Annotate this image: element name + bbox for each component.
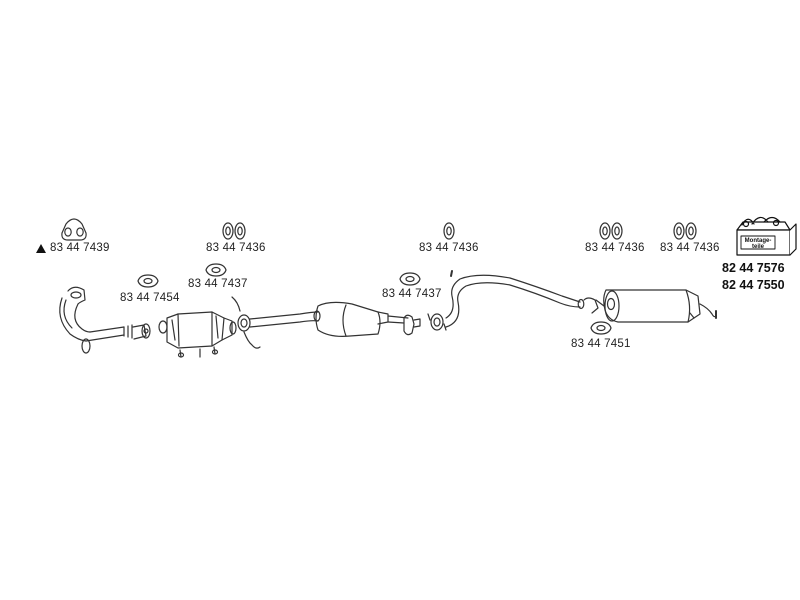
lambda-sensor-wire [231,296,261,349]
catalytic-converter [158,311,237,358]
flange-gasket-icon [61,218,87,241]
exhaust-manifold [59,286,91,342]
pipe-flange [427,313,447,331]
double-ring-gasket-icon [673,222,697,240]
kit-part-number-label: 82 44 7550 [722,278,785,292]
part-number-label: 83 44 7436 [206,242,266,254]
small-gasket-icon [137,274,159,288]
small-gasket-icon [590,321,612,335]
part-number-label: 83 44 7437 [188,278,248,290]
rear-pipe [445,270,585,328]
double-ring-gasket-icon [222,222,246,240]
part-number-label: 83 44 7439 [50,242,110,254]
part-number-label: 83 44 7454 [120,292,180,304]
small-gasket-icon [205,263,227,277]
part-number-label: 83 44 7437 [382,288,442,300]
warning-triangle-icon [36,244,46,253]
center-silencer [315,301,409,337]
pipe-flange [237,314,251,332]
ring-gasket-icon [443,222,455,240]
part-number-label: 83 44 7451 [571,338,631,350]
kit-label-line2: teile [752,244,765,250]
pipe-joint [403,314,421,336]
part-number-label: 83 44 7436 [585,242,645,254]
rear-silencer [583,289,717,323]
kit-label-line1: Montage- [745,238,772,244]
double-ring-gasket-icon [599,222,623,240]
small-gasket-icon [399,272,421,286]
kit-part-number-label: 82 44 7576 [722,261,785,275]
part-number-label: 83 44 7436 [419,242,479,254]
mounting-kit-box-icon: Montage- teile [736,216,797,256]
part-number-label: 83 44 7436 [660,242,720,254]
intermediate-pipe [249,310,321,328]
front-pipe [81,323,151,354]
